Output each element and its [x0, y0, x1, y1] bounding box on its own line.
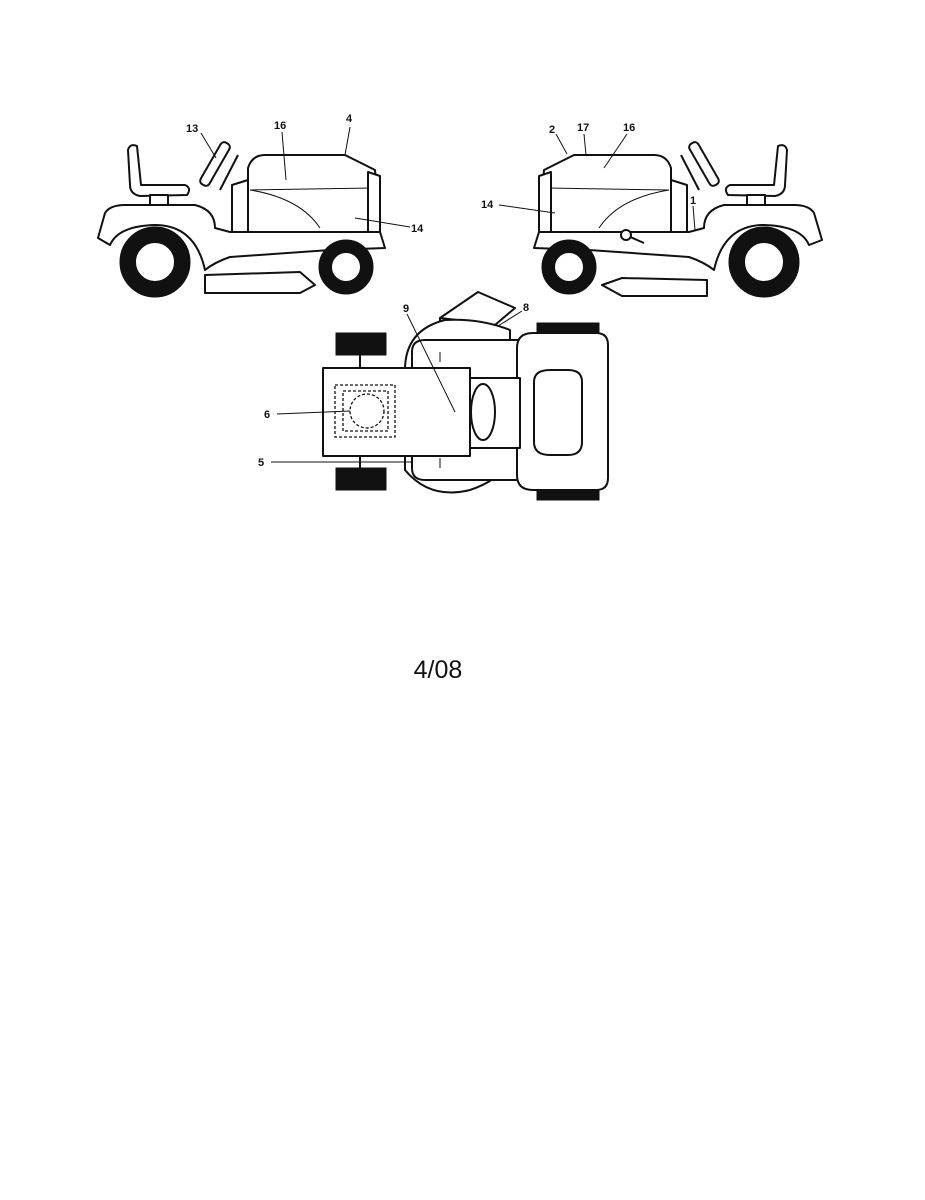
hood-right: [538, 154, 672, 233]
callout-16-left: 16: [274, 120, 286, 132]
seat-outline-top: [334, 384, 396, 438]
steering-wheel: [199, 141, 231, 187]
seat-post: [149, 194, 169, 206]
callout-6-top: 6: [264, 409, 270, 421]
right-callouts: 2 17 16 14 1: [481, 122, 696, 231]
grille-top: [533, 369, 583, 456]
top-callouts: 9 8 6 5: [258, 302, 529, 469]
right-side-view-tractor: [533, 141, 823, 298]
hood: [247, 154, 381, 233]
footer-date: 4/08: [413, 656, 463, 684]
callout-13-left: 13: [186, 123, 198, 135]
callout-14-right: 14: [481, 199, 494, 211]
front-tire-left-top: [536, 322, 600, 334]
callout-5-top: 5: [258, 457, 264, 469]
callout-4-left: 4: [346, 113, 353, 125]
front-tire-right-top: [536, 489, 600, 501]
callout-2-right: 2: [549, 124, 555, 136]
callout-16-right: 16: [623, 122, 635, 134]
callout-14-left: 14: [411, 223, 424, 235]
rear-tire-right-top: [335, 467, 387, 491]
top-view-tractor: [322, 291, 609, 501]
seat-right: [724, 144, 788, 197]
left-side-view-tractor: [97, 141, 386, 298]
seat-circle-top: [349, 393, 385, 429]
rear-fender-top: [322, 367, 471, 457]
rear-tire-left-top: [335, 332, 387, 356]
mower-deck: [204, 271, 316, 294]
mower-deck-right: [601, 277, 708, 297]
callout-17-right: 17: [577, 122, 589, 134]
rear-fender: [97, 204, 386, 271]
callout-1-right: 1: [690, 195, 696, 207]
seat: [127, 144, 191, 197]
left-callouts: 13 16 4 14: [186, 113, 424, 235]
rear-fender-right: [533, 204, 823, 271]
steering-wheel-top: [470, 383, 496, 441]
grille: [367, 171, 381, 233]
steering-column: [219, 154, 239, 191]
callout-8-top: 8: [523, 302, 529, 314]
callout-9-top: 9: [403, 303, 409, 315]
steering-wheel-right: [688, 141, 720, 187]
seat-post-right: [746, 194, 766, 206]
